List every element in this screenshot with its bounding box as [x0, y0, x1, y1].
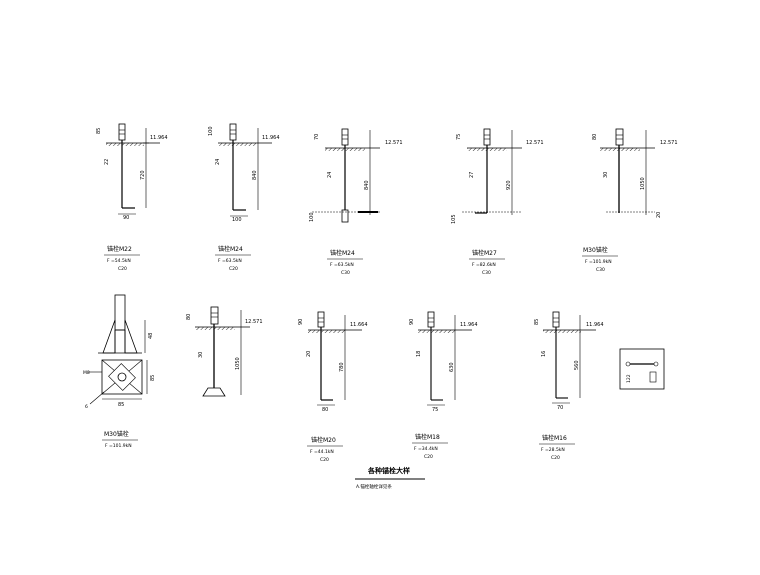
bolt-tension: F =44.1kN	[310, 449, 334, 455]
elevation: 12.571	[245, 319, 263, 325]
bolt-m30-b: 80 1050 12.571 30	[186, 306, 263, 397]
dim-length: 840	[364, 180, 370, 190]
dim-bottom: 80	[322, 407, 328, 413]
bolt-grade: C30	[482, 270, 491, 276]
drawing-title: 各种锚栓大样 A.锚栓轴栓详见条	[355, 466, 425, 490]
bolt-tension: F =101.9kN	[585, 259, 612, 265]
bolt-grade: C30	[341, 270, 350, 276]
bolt-m16: 85 560 70 11.964 16 锚栓M16 F =28.5kN C20	[534, 311, 604, 461]
bolt-name: M30锚栓	[583, 246, 608, 254]
detail-name: M30锚栓	[104, 430, 129, 438]
bolt-m24-b: 70 840 100 12.571 24 锚栓M24 F =63.5kN C30	[309, 128, 403, 276]
elevation: 11.664	[350, 322, 368, 328]
diameter: 30	[603, 172, 609, 178]
bolt-grade: C20	[229, 266, 238, 272]
dim-length: 840	[252, 170, 258, 180]
diameter: 24	[327, 172, 333, 178]
dim-bottom: 100	[309, 212, 315, 222]
dim-top: 70	[314, 134, 320, 140]
bolt-grade: C20	[118, 266, 127, 272]
diameter: 30	[198, 352, 204, 358]
dim-top: 75	[456, 134, 462, 140]
bolt-m30-a: 80 1050 20 12.571 30 M30锚栓 F =101.9kN C3…	[582, 128, 678, 273]
bolt-name: 锚栓M18	[415, 433, 440, 441]
dim-top: 85	[534, 319, 540, 325]
diameter: 27	[469, 172, 475, 178]
elevation: 11.964	[586, 322, 604, 328]
dim-length: 630	[449, 362, 455, 372]
bolt-name: 锚栓M27	[472, 249, 497, 257]
small-detail-label: 122	[626, 374, 632, 383]
bolt-grade: C20	[320, 457, 329, 463]
title-text: 各种锚栓大样	[367, 466, 410, 475]
dim-length: 1050	[235, 357, 241, 370]
bolt-m27: 75 920 105 12.571 27 锚栓M27 F =82.6kN C30	[451, 128, 544, 276]
dim-top: 80	[592, 134, 598, 140]
dim-top: 90	[298, 319, 304, 325]
bolt-grade: C20	[551, 455, 560, 461]
elevation: 12.571	[385, 140, 403, 146]
bolt-m24-a: 100 840 100 11.964 24 锚栓M24 F =63.5kN C2…	[208, 123, 280, 272]
dim-length: 720	[140, 170, 146, 180]
dim-bottom: 70	[557, 405, 563, 411]
subtitle-text: A.锚栓轴栓详见条	[356, 483, 392, 490]
bolt-tension: F =34.4kN	[414, 446, 438, 452]
base-plate-detail: 48 85 85 M8 6 M30锚栓 F =101.9kN	[83, 294, 156, 449]
elevation: 12.571	[660, 140, 678, 146]
diameter: 16	[541, 351, 547, 357]
bolt-name: 锚栓M16	[542, 434, 567, 442]
bolt-tension: F =28.5kN	[541, 447, 565, 453]
dim-length: 560	[574, 360, 580, 370]
bolt-m18: 90 630 75 11.964 18 锚栓M18 F =34.4kN C20	[409, 311, 478, 460]
bolt-name: 锚栓M22	[107, 245, 132, 253]
elevation: 11.964	[262, 135, 280, 141]
leader-label: 6	[85, 404, 88, 410]
weld-label: M8	[83, 370, 90, 376]
dim-length: 920	[506, 180, 512, 190]
small-detail: 122	[619, 348, 665, 390]
dim-top: 100	[208, 126, 214, 136]
dim-bottom: 100	[232, 217, 242, 223]
bolt-tension: F =82.6kN	[472, 262, 496, 268]
dim-height: 48	[148, 333, 154, 339]
dim-length: 1050	[640, 177, 646, 190]
bolt-name: 锚栓M24	[330, 249, 355, 257]
bolt-tension: F =63.5kN	[330, 262, 354, 268]
elevation: 12.571	[526, 140, 544, 146]
elevation: 11.964	[460, 322, 478, 328]
bolt-m22: 85 720 90 11.964 22 锚栓M22 F =54.5kN C20	[96, 123, 168, 272]
bolt-name: 锚栓M20	[311, 436, 336, 444]
diameter: 24	[215, 159, 221, 165]
bolt-m20: 90 780 80 11.664 20 锚栓M20 F =44.1kN C20	[298, 311, 368, 463]
dim-width: 85	[118, 402, 124, 408]
diameter: 22	[104, 159, 110, 165]
dim-bottom: 105	[451, 214, 457, 224]
dim-length: 780	[339, 362, 345, 372]
bolt-name: 锚栓M24	[218, 245, 243, 253]
dim-bottom: 75	[432, 407, 438, 413]
bolt-grade: C20	[424, 454, 433, 460]
dim-top: 85	[96, 128, 102, 134]
diameter: 20	[306, 351, 312, 357]
dim-bottom: 20	[656, 212, 662, 218]
dim-bottom: 90	[123, 215, 129, 221]
dim-top: 90	[409, 319, 415, 325]
bolt-grade: C30	[596, 267, 605, 273]
diameter: 18	[416, 351, 422, 357]
elevation: 11.964	[150, 135, 168, 141]
dim-side: 85	[150, 375, 156, 381]
bolt-tension: F =63.5kN	[218, 258, 242, 264]
bolt-tension: F =54.5kN	[107, 258, 131, 264]
detail-tension: F =101.9kN	[105, 443, 132, 449]
dim-top: 80	[186, 314, 192, 320]
